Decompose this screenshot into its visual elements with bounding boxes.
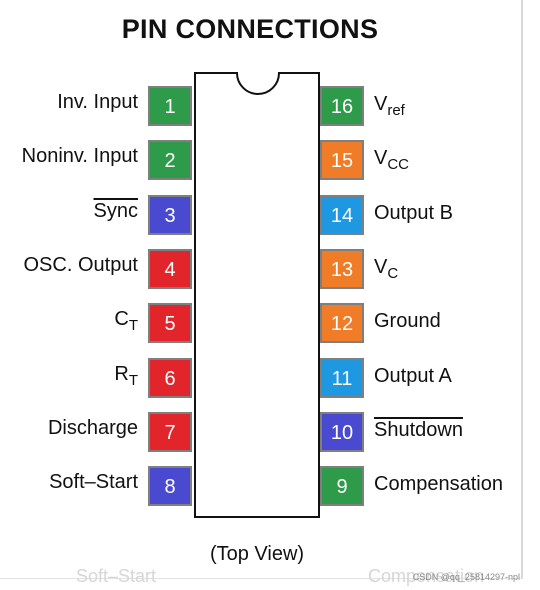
watermark: CSDN @qq_25814297-npl [412, 572, 520, 582]
pin-label-subscript: C [387, 265, 399, 282]
pin-number: 16 [330, 95, 354, 118]
pin-1: 1 [148, 86, 192, 126]
pin-number: 2 [164, 149, 176, 172]
pin-label-text: Sync [93, 200, 138, 222]
pin-label-1: Inv. Input [57, 90, 138, 114]
pin-3: 3 [148, 195, 192, 235]
ghost-artifact-right: Compensation [368, 566, 485, 586]
pin-8: 8 [148, 466, 192, 506]
pin-label-text: V [374, 147, 388, 169]
pin-label-text: OSC. Output [23, 254, 139, 276]
pin-7: 7 [148, 412, 192, 452]
pin-label-text: Soft–Start [49, 471, 138, 493]
pin-16: 16 [320, 86, 364, 126]
pin-label-12: Ground [374, 309, 441, 333]
pin-number: 13 [330, 258, 354, 281]
pin-15: 15 [320, 140, 364, 180]
ic-package-body [194, 72, 320, 518]
pin-number: 10 [330, 421, 354, 444]
pin-label-14: Output B [374, 201, 453, 225]
pin-11: 11 [320, 358, 364, 398]
pin-2: 2 [148, 140, 192, 180]
pin-label-subscript: T [128, 317, 138, 334]
pin-number: 15 [330, 149, 354, 172]
pin-number: 3 [164, 204, 176, 227]
pin-label-text: V [374, 256, 388, 278]
ic-package-top-edge-left [194, 72, 237, 74]
pin-label-7: Discharge [48, 416, 138, 440]
pin-label-10: Shutdown [374, 418, 463, 442]
pin-label-16: Vref [374, 92, 405, 119]
pin-9: 9 [320, 466, 364, 506]
pin-label-15: VCC [374, 146, 410, 173]
pin-label-4: OSC. Output [24, 253, 139, 277]
pin-label-2: Noninv. Input [22, 144, 138, 168]
pin-number: 1 [164, 95, 176, 118]
pin-label-text: Shutdown [374, 419, 463, 441]
ghost-artifact-left: Soft–Start [76, 566, 157, 586]
pin-label-text: Compensation [374, 473, 503, 495]
ic-package-top-edge-right [279, 72, 320, 74]
pin-label-text: Ground [374, 310, 441, 332]
pin-number: 11 [331, 367, 353, 390]
pin-label-text: Output B [374, 202, 453, 224]
view-caption: (Top View) [209, 543, 305, 565]
pin-label-subscript: T [128, 372, 138, 389]
pin-label-9: Compensation [374, 472, 503, 496]
pin-label-text: Discharge [47, 417, 138, 439]
pin-number: 8 [164, 475, 176, 498]
frame-border-right [521, 0, 523, 578]
pin-number: 14 [330, 204, 354, 227]
pin-number: 12 [330, 312, 354, 335]
pin-label-11: Output A [374, 364, 452, 388]
pin-number: 7 [164, 421, 176, 444]
pin-4: 4 [148, 249, 192, 289]
pin-label-text: Inv. Input [57, 91, 138, 113]
pin-label-13: VC [374, 255, 399, 282]
frame-border-bottom [0, 578, 523, 579]
pin-label-subscript: ref [387, 102, 405, 119]
pin-13: 13 [320, 249, 364, 289]
pin-10: 10 [320, 412, 364, 452]
ic-orientation-notch [236, 72, 280, 95]
pin-number: 5 [164, 312, 176, 335]
pin-label-subscript: CC [387, 156, 410, 173]
pin-6: 6 [148, 358, 192, 398]
pin-label-5: CT [114, 307, 138, 334]
pin-label-text: Output A [374, 365, 452, 387]
pin-label-6: RT [114, 362, 138, 389]
pin-5: 5 [148, 303, 192, 343]
pin-label-3: Sync [94, 199, 138, 223]
pin-label-text: V [374, 93, 388, 115]
pin-label-text: R [114, 363, 129, 385]
pin-number: 9 [336, 475, 348, 498]
diagram-title: PIN CONNECTIONS [121, 14, 379, 44]
pin-14: 14 [320, 195, 364, 235]
pin-number: 4 [164, 258, 176, 281]
pin-label-8: Soft–Start [49, 470, 138, 494]
pin-label-text: Noninv. Input [21, 145, 138, 167]
pin-12: 12 [320, 303, 364, 343]
pin-label-text: C [114, 308, 129, 330]
pin-number: 6 [164, 367, 176, 390]
